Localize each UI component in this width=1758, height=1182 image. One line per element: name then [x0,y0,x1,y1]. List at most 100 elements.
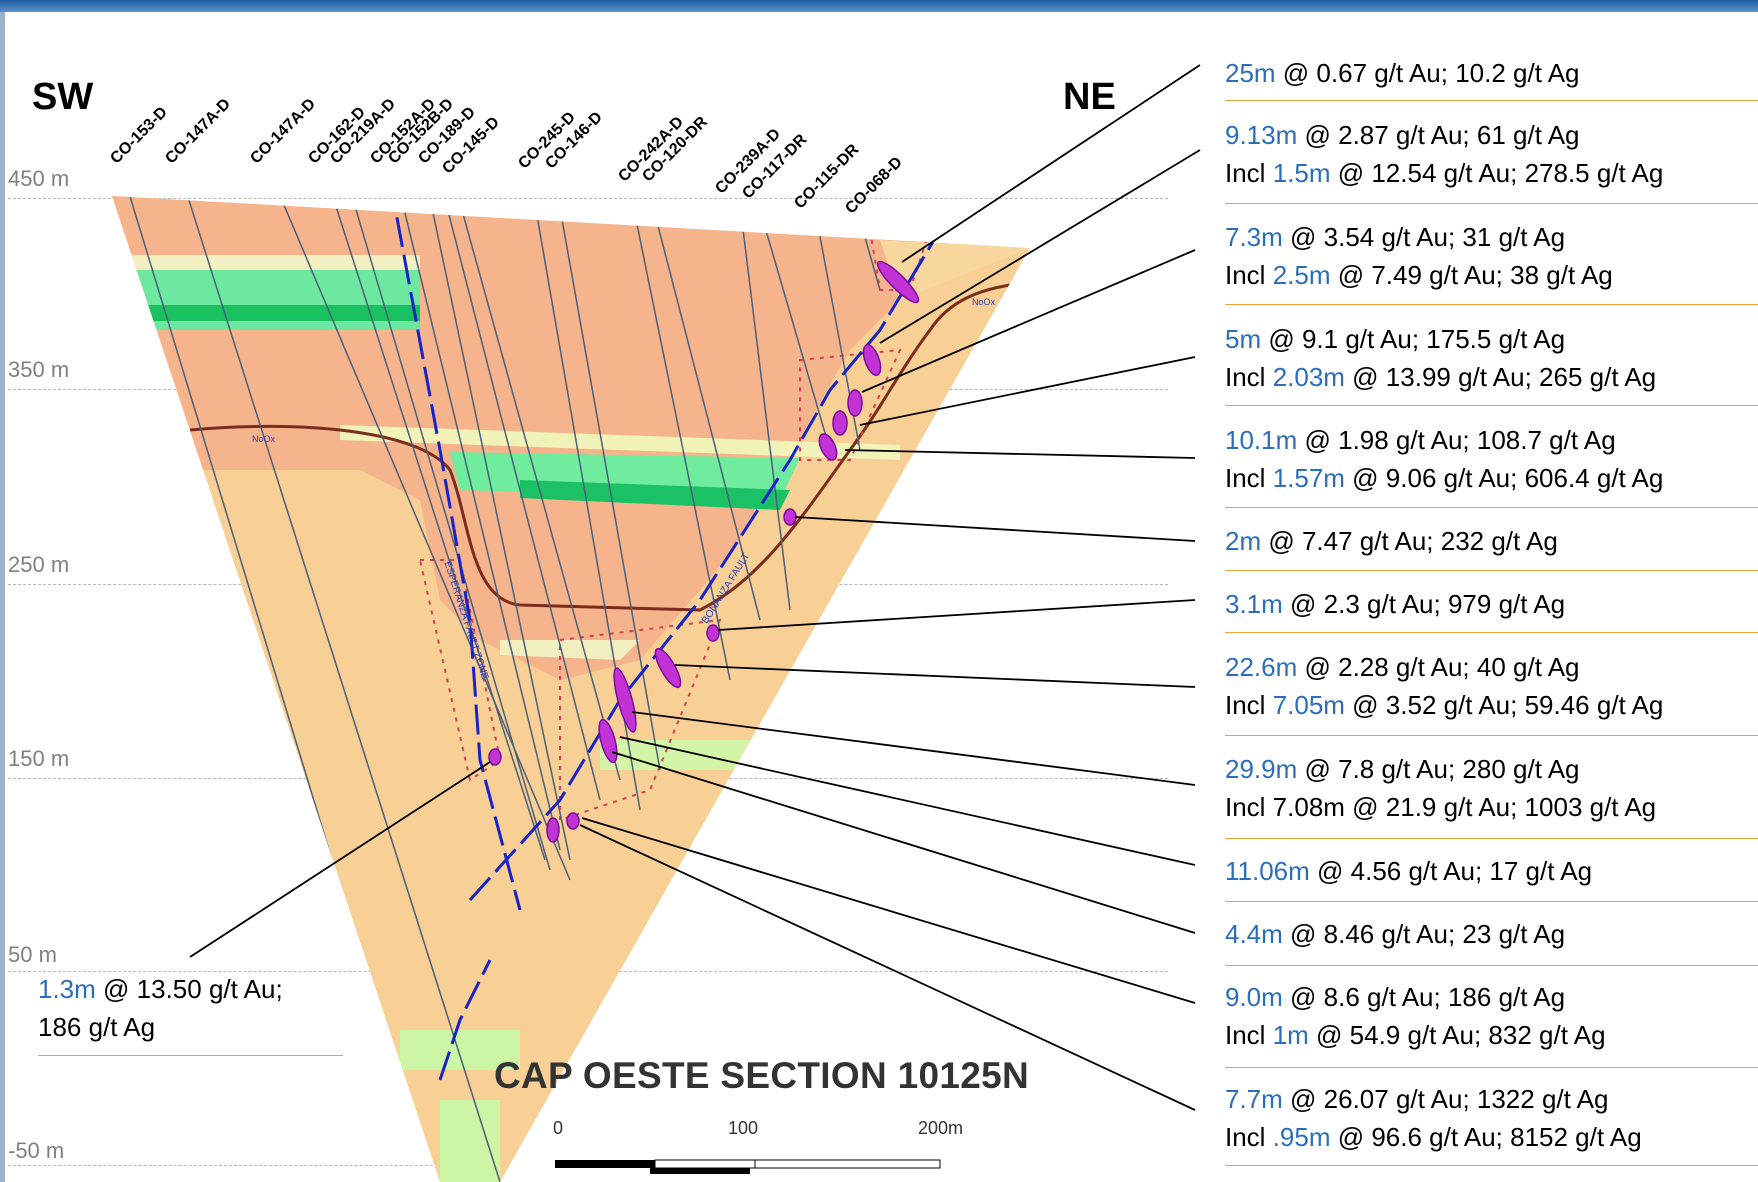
assay-values: @ 4.56 g/t Au; 17 g/t Ag [1309,856,1593,886]
result-entry: 29.9m @ 7.8 g/t Au; 280 g/t Ag Incl 7.08… [1225,750,1745,826]
interval-length: 9.0m [1225,982,1283,1012]
intercept [613,667,637,733]
incl-word: Incl [1225,260,1273,290]
alteration-zone [799,348,902,461]
incl-assay: @ 13.99 g/t Au; 265 g/t Ag [1344,362,1657,392]
incl-interval: 2.03m [1272,362,1345,392]
assay-values: @ 26.07 g/t Au; 1322 g/t Ag [1282,1084,1609,1114]
top-banner [0,0,1758,12]
assay-values: @ 1.98 g/t Au; 108.7 g/t Ag [1297,425,1616,455]
result-entry: 11.06m @ 4.56 g/t Au; 17 g/t Ag [1225,852,1745,890]
result-divider [1225,100,1758,101]
elevation-label: 250 m [8,552,70,577]
left-result-divider [38,1055,343,1056]
incl-assay: @ 7.49 g/t Au; 38 g/t Ag [1330,260,1613,290]
section-title: CAP OESTE SECTION 10125N [494,1055,1029,1096]
result-divider [1225,965,1758,966]
assay-values: @ 7.8 g/t Au; 280 g/t Ag [1297,754,1580,784]
interval-length: 3.1m [1225,589,1283,619]
result-divider [1225,632,1758,633]
incl-interval: 2.5m [1272,260,1331,290]
result-divider [1225,901,1758,902]
assay-values: @ 13.50 g/t Au; [95,974,283,1004]
incl-word: Incl [1225,158,1273,188]
gridline-450 [8,198,1168,199]
result-entry: 10.1m @ 1.98 g/t Au; 108.7 g/t Ag Incl 1… [1225,421,1745,497]
interval-length: 1.3m [38,974,96,1004]
result-entry: 5m @ 9.1 g/t Au; 175.5 g/t Ag Incl 2.03m… [1225,320,1745,396]
interval-length: 2m [1225,526,1262,556]
assay-values: @ 8.6 g/t Au; 186 g/t Ag [1282,982,1566,1012]
result-divider [1225,570,1758,571]
elevation-label: 350 m [8,357,70,382]
intercept [566,812,580,830]
incl-interval: 1.5m [1272,158,1331,188]
result-entry: 3.1m @ 2.3 g/t Au; 979 g/t Ag [1225,585,1745,623]
direction-sw-label: SW [32,76,94,118]
result-divider [1225,838,1758,839]
elevation-label: 50 m [8,942,57,967]
incl-word: Incl [1225,463,1273,493]
green-lens-lower [600,740,760,770]
result-entry: 7.3m @ 3.54 g/t Au; 31 g/t Ag Incl 2.5m … [1225,218,1745,294]
intercept [847,389,863,417]
interval-length: 29.9m [1225,754,1298,784]
assay-values-line2: 186 g/t Ag [38,1012,156,1042]
intercept [706,624,720,642]
incl-assay: @ 3.52 g/t Au; 59.46 g/t Ag [1344,690,1664,720]
interval-length: 11.06m [1225,856,1310,886]
assay-values: @ 9.1 g/t Au; 175.5 g/t Ag [1261,324,1566,354]
intercept [818,433,838,461]
elevation-label: 150 m [8,746,70,771]
fault-lines [388,196,942,1081]
result-entry: 22.6m @ 2.28 g/t Au; 40 g/t Ag Incl 7.05… [1225,648,1745,724]
assay-values: @ 7.47 g/t Au; 232 g/t Ag [1261,526,1558,556]
incl-interval: 1.57m [1272,463,1345,493]
interval-length: 25m [1225,58,1276,88]
assay-values: @ 3.54 g/t Au; 31 g/t Ag [1282,222,1566,252]
assay-values: @ 2.28 g/t Au; 40 g/t Ag [1297,652,1580,682]
intercept [876,260,920,304]
interval-length: 7.7m [1225,1084,1283,1114]
lower-green-wedge-2 [440,1100,500,1182]
incl-assay: @ 54.9 g/t Au; 832 g/t Ag [1308,1020,1606,1050]
incl-interval: .95m [1272,1122,1331,1152]
intercept [783,508,797,526]
result-divider [1225,203,1758,204]
intercept [862,344,882,376]
intercept [488,748,502,766]
result-entry: 4.4m @ 8.46 g/t Au; 23 g/t Ag [1225,915,1745,953]
nox-label: NoOx [252,434,276,444]
interval-length: 4.4m [1225,919,1283,949]
incl-assay: @ 96.6 g/t Au; 8152 g/t Ag [1330,1122,1642,1152]
incl-word: Incl [1225,1020,1273,1050]
intercept [832,410,848,436]
left-edge-bar [0,12,5,1182]
assay-values: @ 0.67 g/t Au; 10.2 g/t Ag [1275,58,1580,88]
result-divider [1225,735,1758,736]
nox-label: NoOx [972,297,996,307]
result-entry: 25m @ 0.67 g/t Au; 10.2 g/t Ag [1225,54,1745,92]
result-divider [1225,1165,1758,1166]
assay-values: @ 8.46 g/t Au; 23 g/t Ag [1282,919,1566,949]
incl-assay: @ 9.06 g/t Au; 606.4 g/t Ag [1344,463,1664,493]
result-divider [1225,507,1758,508]
oxide-boundary-line [189,283,1011,612]
elevation-label: 450 m [8,166,70,191]
scale-label: 200m [918,1118,964,1138]
result-divider [1225,405,1758,406]
scale-label: 0 [553,1118,564,1138]
interval-length: 22.6m [1225,652,1298,682]
left-result-entry: 1.3m @ 13.50 g/t Au; 186 g/t Ag [38,970,338,1046]
leader-lines [189,64,1201,1111]
result-entry: 7.7m @ 26.07 g/t Au; 1322 g/t Ag Incl .9… [1225,1080,1745,1156]
intercepts [488,260,920,843]
interval-length: 9.13m [1225,120,1298,150]
assay-values: @ 2.3 g/t Au; 979 g/t Ag [1282,589,1566,619]
direction-ne-label: NE [1063,76,1116,118]
lower-green-wedge [400,1030,520,1070]
interval-length: 10.1m [1225,425,1298,455]
incl-assay: @ 12.54 g/t Au; 278.5 g/t Ag [1330,158,1664,188]
cream-band-lower [500,640,640,660]
